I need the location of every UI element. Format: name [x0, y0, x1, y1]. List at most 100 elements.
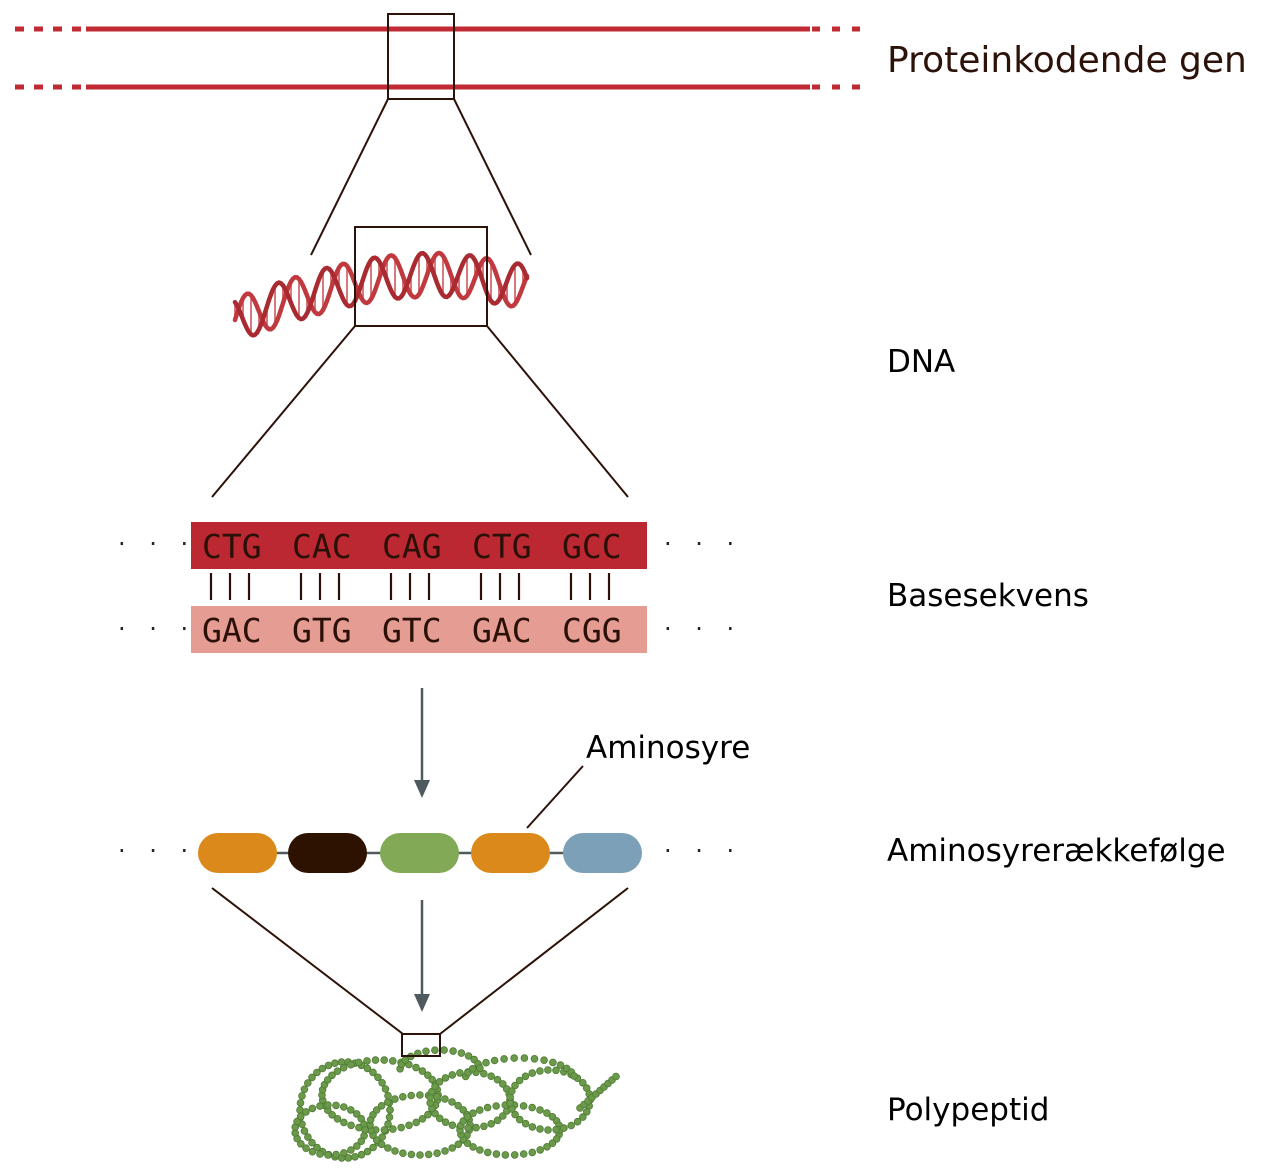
polypeptide-bead	[543, 1109, 551, 1117]
polypeptide-bead	[316, 1150, 324, 1158]
polypeptide-bead	[300, 1127, 309, 1135]
polypeptide-bead	[416, 1151, 424, 1159]
polypeptide-bead	[441, 1118, 450, 1126]
dna-strand-2	[232, 250, 530, 338]
polypeptide-bead	[377, 1102, 386, 1110]
codon-top: CTG	[202, 527, 262, 566]
polypeptide-bead	[448, 1071, 457, 1079]
polypeptide-bead	[448, 1144, 457, 1152]
polypeptide-bead	[357, 1150, 366, 1159]
ellipsis-top-left: · · ·	[118, 530, 196, 558]
polypeptide-bead	[397, 1123, 406, 1132]
polypeptide-bead	[308, 1138, 316, 1147]
polypeptide-bead	[521, 1119, 530, 1128]
polypeptide-bead	[352, 1142, 361, 1150]
polypeptide-bead	[363, 1064, 372, 1073]
polypeptide-bead	[384, 1144, 392, 1152]
label-polypeptide: Polypeptid	[887, 1092, 1050, 1128]
base-pair-bonds	[209, 573, 611, 600]
gene-zoom-box	[387, 13, 455, 100]
polypeptide-bead	[519, 1102, 528, 1110]
polypeptide-bead	[511, 1110, 519, 1119]
polypeptide-bead	[515, 1115, 524, 1124]
polypeptide-bead	[431, 1082, 439, 1091]
polypeptide-bead	[374, 1073, 382, 1082]
dna-zoom-box	[354, 226, 488, 327]
polypeptide-bead	[560, 1124, 568, 1132]
polypeptide-bead	[521, 1072, 530, 1081]
gene-lines	[15, 26, 870, 90]
polypeptide-bead	[490, 1056, 499, 1065]
polypeptide-bead	[492, 1150, 501, 1158]
polypeptide-bead	[324, 1061, 333, 1070]
polypeptide-bead	[570, 1072, 578, 1080]
polypeptide-bead	[339, 1063, 348, 1072]
polypeptide-bead	[454, 1140, 463, 1149]
polypeptide-bead	[528, 1148, 537, 1157]
polypeptide-bead	[298, 1092, 306, 1100]
ellipsis-bottom-left: · · ·	[118, 615, 196, 643]
polypeptide-bead	[369, 1143, 377, 1152]
polypeptide-bead	[302, 1144, 310, 1152]
label-amino-acid: Aminosyre	[586, 730, 751, 766]
codon-top: CAC	[292, 527, 352, 566]
polypeptide-bead	[372, 1106, 381, 1114]
polypeptide-bead	[384, 1091, 392, 1100]
arrow-head	[414, 994, 430, 1012]
polypeptide-bead	[441, 1095, 449, 1103]
polypeptide-bead	[476, 1064, 484, 1073]
amino-acid	[288, 833, 367, 873]
polypeptide-bead	[333, 1067, 342, 1075]
gene-zoom-line-left	[310, 98, 389, 256]
polypeptide-zoom-line-left	[211, 887, 404, 1035]
polypeptide-bead	[378, 1079, 386, 1087]
polypeptide-bead	[556, 1061, 565, 1069]
polypeptide-bead	[480, 1122, 488, 1131]
polypeptide-bead	[493, 1075, 502, 1084]
codon-bottom: CGG	[562, 611, 622, 650]
codon-bottom: GAC	[202, 611, 262, 650]
polypeptide-bead	[323, 1076, 332, 1084]
polypeptide-bead	[380, 1056, 389, 1064]
codon-bottom: GTC	[382, 611, 442, 650]
polypeptide-bead	[582, 1108, 591, 1116]
polypeptide-bead	[552, 1066, 560, 1075]
codon-bottom: GTG	[292, 611, 352, 650]
amino-acid	[380, 833, 459, 873]
polypeptide-bead	[381, 1085, 390, 1093]
polypeptide-bead	[399, 1149, 407, 1157]
polypeptide-bead	[448, 1098, 456, 1106]
polypeptide-bead	[328, 1111, 336, 1119]
polypeptide-bead	[487, 1120, 496, 1128]
polypeptide-bead	[361, 1126, 369, 1134]
codon-top: CAG	[382, 527, 442, 566]
polypeptide-bead	[407, 1150, 416, 1159]
polypeptide-bead	[515, 1076, 524, 1085]
ellipsis-top-right: · · ·	[664, 530, 742, 558]
polypeptide-bead	[383, 1098, 392, 1106]
polypeptide-bead	[398, 1093, 407, 1101]
polypeptide-bead	[441, 1147, 449, 1155]
polypeptide-bead	[498, 1080, 507, 1088]
polypeptide-bead	[363, 1147, 372, 1156]
ellipsis-bottom-right: · · ·	[664, 615, 742, 643]
polypeptide-bead	[536, 1106, 544, 1114]
polypeptide-bead	[405, 1121, 413, 1130]
polypeptide-bead	[431, 1046, 439, 1054]
polypeptide-bead	[296, 1140, 305, 1148]
ellipsis-amino-left: · · ·	[118, 837, 196, 865]
polypeptide-bead	[313, 1068, 321, 1077]
polypeptide-zoom-line-right	[439, 887, 629, 1035]
dna-helix	[232, 250, 530, 338]
polypeptide-bead	[501, 1151, 510, 1159]
polypeptide-bead	[346, 1106, 355, 1114]
polypeptide-bead	[324, 1151, 332, 1159]
polypeptide-bead	[377, 1140, 386, 1149]
translation-arrow-1	[414, 688, 430, 798]
polypeptide-bead	[578, 1113, 587, 1121]
polypeptide-bead	[391, 1095, 399, 1103]
polypeptide-bead	[328, 1071, 336, 1080]
polypeptide-bead	[530, 1055, 539, 1063]
polypeptide-bead	[483, 1148, 492, 1157]
